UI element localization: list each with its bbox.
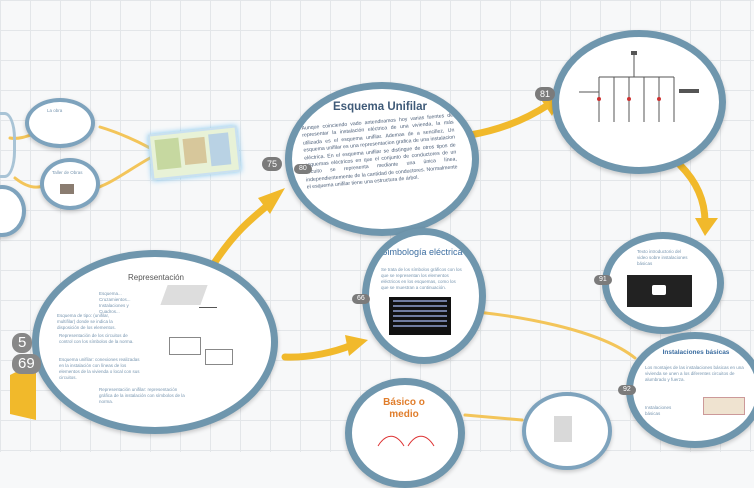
simbologia-table-image — [389, 297, 451, 335]
play-icon[interactable] — [652, 285, 666, 295]
frame-esquema-unifilar[interactable]: Esquema Unifilar Aunque coinciendo vado … — [285, 82, 479, 236]
frame-taller-label: Taller de Obras — [52, 170, 83, 175]
representacion-house-image — [160, 285, 208, 305]
instalaciones-sub: Instalaciones básicas — [645, 405, 672, 416]
frame-left-top-edge[interactable] — [0, 112, 16, 178]
simbologia-body: Se trata de los símbolos gráficos con lo… — [381, 267, 462, 290]
frame-basico-medio[interactable]: Básico o medio — [345, 378, 465, 488]
representacion-caption-3: Esquema unifilar: conexiones realizadas … — [59, 357, 140, 380]
badge-75[interactable]: 75 — [262, 157, 283, 171]
frame-instalaciones[interactable]: Instalaciones básicas Los montajes de la… — [626, 332, 754, 448]
simbologia-title: Simbología eléctrica — [381, 247, 463, 257]
frame-small-bottom-image — [554, 416, 572, 442]
symbol-image-3 — [205, 349, 233, 365]
instalaciones-image — [703, 397, 745, 415]
frame-la-obra-label: La obra — [47, 108, 63, 113]
frame-taller[interactable]: Taller de Obras — [40, 158, 100, 210]
representacion-caption-2: Representación de los circuitos de contr… — [59, 333, 134, 344]
instalaciones-title: Instalaciones básicas — [662, 349, 730, 356]
frame-representacion[interactable]: Representación Esquema... Cruzamientos..… — [32, 250, 278, 434]
basico-title: Básico o medio — [383, 397, 425, 420]
frame-la-obra[interactable]: La obra — [25, 98, 95, 148]
symbol-image-2 — [169, 337, 201, 355]
badge-69[interactable]: 69 — [12, 354, 41, 374]
representacion-title: Representación — [127, 273, 185, 282]
representacion-faint-1: Esquema... — [99, 291, 122, 296]
representacion-faint-3: Instalaciones y — [99, 303, 129, 308]
frame-simbologia[interactable]: Simbología eléctrica Se trata de los sím… — [362, 228, 486, 364]
frame-small-bottom[interactable] — [522, 392, 612, 470]
badge-80[interactable]: 80 — [294, 164, 312, 174]
representacion-caption-1: Esquema de tipo: (unifilar, multifilar) … — [57, 313, 116, 330]
floorplan-image[interactable] — [147, 125, 242, 181]
video-caption: Texto introductorio del video sobre inst… — [637, 249, 688, 266]
frame-taller-image — [60, 184, 74, 194]
badge-91[interactable]: 91 — [594, 275, 612, 285]
badge-81[interactable]: 81 — [535, 87, 556, 101]
basico-sketch — [377, 435, 435, 447]
frame-video[interactable]: Texto introductorio del video sobre inst… — [602, 232, 724, 334]
representacion-faint-4: Cuadros... — [99, 309, 120, 314]
esquema-body: Aunque coinciendo vado antendiramos hoy … — [301, 112, 458, 191]
badge-5[interactable]: 5 — [12, 333, 33, 353]
symbol-image-1 — [199, 307, 217, 318]
instalaciones-body: Los montajes de las instalaciones básica… — [645, 365, 744, 382]
esquema-title: Esquema Unifilar — [333, 101, 427, 113]
unifilar-diagram-drawing — [579, 51, 699, 122]
representacion-faint-2: Cruzamientos... — [99, 297, 131, 302]
representacion-caption-4: Representación unifilar: representación … — [99, 387, 185, 404]
badge-66[interactable]: 66 — [352, 294, 370, 304]
frame-unifilar-diagram[interactable] — [552, 30, 726, 174]
badge-92[interactable]: 92 — [618, 385, 636, 395]
video-player[interactable] — [627, 275, 692, 307]
